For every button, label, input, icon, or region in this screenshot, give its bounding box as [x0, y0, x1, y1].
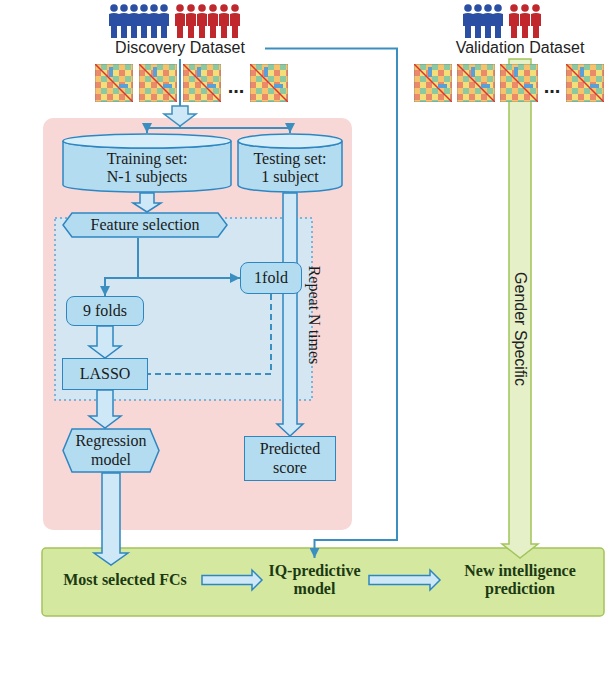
people-validation — [463, 4, 541, 38]
process-hexagon: Regression model — [62, 428, 160, 473]
dataset-cylinder: Testing set: 1 subject — [237, 133, 343, 193]
person-icon — [219, 4, 229, 38]
node-label: Testing set: 1 subject — [249, 150, 331, 187]
block-arrow — [369, 570, 440, 590]
process-box: LASSO — [62, 358, 148, 390]
block-arrow — [133, 193, 161, 212]
dataset-cylinder: Training set: N-1 subjects — [62, 133, 232, 193]
person-icon — [208, 4, 218, 38]
connectivity-matrices — [95, 64, 604, 102]
inner-cv-box — [55, 218, 312, 400]
fc-matrix — [139, 64, 177, 102]
ellipsis-label: ... — [544, 75, 561, 98]
result-step: New intelligence prediction — [440, 558, 600, 602]
node-label: Training set: N-1 subjects — [97, 150, 197, 187]
person-icon — [149, 4, 159, 38]
person-icon — [531, 4, 541, 38]
hexagon-outline — [63, 213, 227, 237]
loocv-panel — [43, 118, 352, 530]
person-icon — [109, 4, 119, 38]
connector-line — [138, 238, 240, 278]
process-hexagon: Feature selection — [62, 212, 228, 238]
person-icon — [175, 4, 185, 38]
person-icon — [520, 4, 530, 38]
node-label: Discovery Dataset — [115, 39, 245, 57]
hexagon-outline — [63, 429, 159, 472]
dataset-title: Validation Dataset — [440, 38, 600, 59]
person-icon — [463, 4, 473, 38]
fc-matrix — [566, 64, 604, 102]
node-label: Feature selection — [91, 216, 200, 234]
node-label: LASSO — [80, 365, 131, 383]
block-arrow — [89, 390, 121, 428]
person-icon — [197, 4, 207, 38]
person-icon — [119, 4, 129, 38]
fc-matrix — [183, 64, 221, 102]
cylinder-top — [238, 134, 342, 148]
fc-matrix — [414, 64, 452, 102]
node-label: 9 folds — [83, 302, 127, 320]
cylinder-top — [63, 134, 231, 148]
dataset-title: Discovery Dataset — [95, 38, 265, 59]
connector-line — [180, 59, 290, 133]
node-label: IQ-predictive model — [264, 562, 365, 599]
edge-label: Repeat N times — [305, 261, 323, 368]
fold-box: 9 folds — [66, 296, 144, 326]
ellipsis-label: ... — [228, 75, 245, 98]
person-icon — [159, 4, 169, 38]
fc-matrix — [457, 64, 495, 102]
connector-line — [105, 238, 138, 296]
person-icon — [509, 4, 519, 38]
connector-line — [148, 294, 271, 374]
node-label: Regression model — [72, 432, 150, 469]
block-arrow — [277, 193, 303, 436]
block-arrow — [89, 326, 121, 358]
node-label: 1fold — [254, 269, 288, 287]
person-icon — [139, 4, 149, 38]
node-label: Validation Dataset — [456, 39, 585, 57]
input-chevron — [164, 106, 196, 126]
fc-matrix — [500, 64, 538, 102]
people-discovery — [109, 4, 240, 38]
result-box: Predicted score — [244, 436, 336, 481]
person-icon — [493, 4, 503, 38]
fold-box: 1fold — [240, 262, 302, 294]
block-arrow — [94, 473, 128, 565]
result-step: Most selected FCs — [50, 565, 200, 595]
node-label: Most selected FCs — [63, 571, 187, 589]
person-icon — [230, 4, 240, 38]
node-label: Predicted score — [251, 440, 329, 477]
node-label: New intelligence prediction — [442, 562, 598, 599]
edge-label: Gender Specific — [511, 268, 529, 390]
block-arrow — [202, 570, 262, 590]
result-step: IQ-predictive model — [262, 558, 367, 602]
fc-matrix — [95, 64, 133, 102]
person-icon — [186, 4, 196, 38]
block-arrow — [502, 59, 538, 558]
person-icon — [129, 4, 139, 38]
fc-matrix — [250, 64, 288, 102]
person-icon — [483, 4, 493, 38]
connector-line — [265, 49, 397, 559]
person-icon — [473, 4, 483, 38]
